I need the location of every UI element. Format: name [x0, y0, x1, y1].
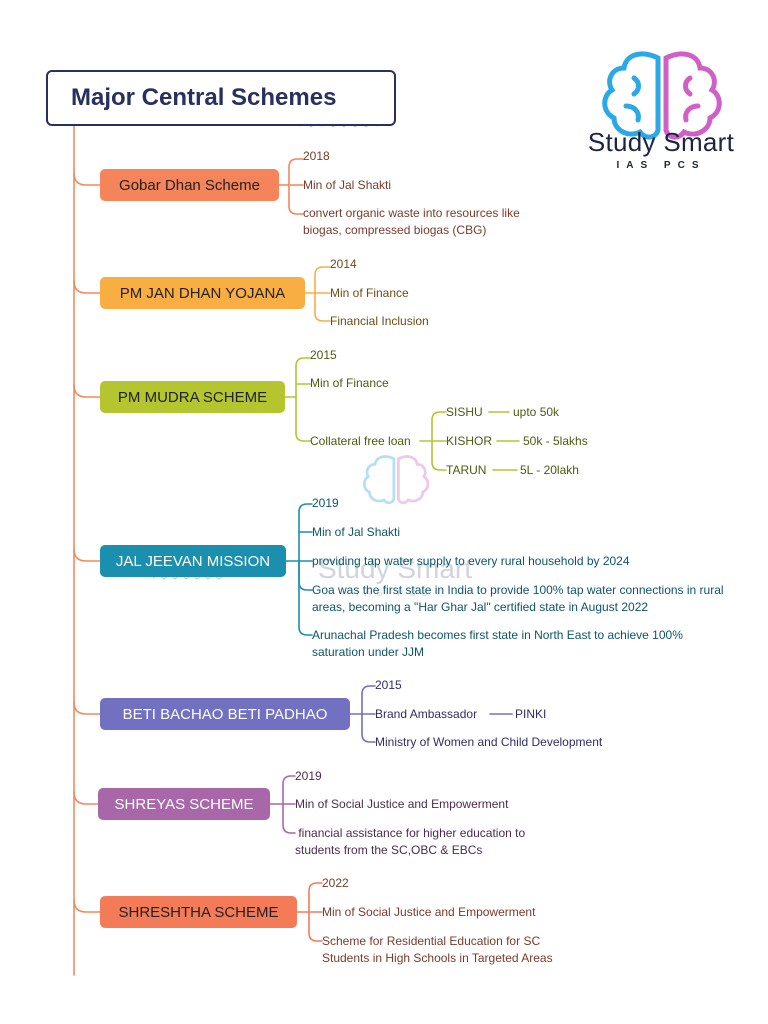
bbbp-ambassador: PINKI — [515, 707, 547, 721]
jjm-fact-arunachal: Arunachal Pradesh becomes first state in… — [312, 628, 683, 659]
shreshtha-ministry: Min of Social Justice and Empowerment — [322, 905, 536, 919]
watermark-brain-icon — [362, 455, 430, 505]
bbbp-branches — [349, 685, 513, 743]
brand-name: Study Smart — [587, 127, 735, 157]
shreyas-year: 2019 — [295, 769, 322, 783]
mudra-tier-kishor: KISHOR — [446, 434, 493, 448]
trunk-branch-gobar — [73, 172, 101, 186]
mudra-tier-sishu: SISHU — [446, 405, 483, 419]
shreyas-branches — [269, 775, 296, 834]
bbbp-ministry: Ministry of Women and Child Development — [375, 735, 603, 749]
shreshtha-detail: Scheme for Residential Education for SC … — [322, 934, 553, 965]
scheme-jal-jeevan: JAL JEEVAN MISSION — [100, 545, 286, 577]
shreyas-ministry: Min of Social Justice and Empowerment — [295, 797, 509, 811]
jjm-branches — [285, 503, 313, 636]
trunk-branch-mudra — [73, 384, 101, 398]
jandhan-year: 2014 — [330, 257, 357, 271]
jjm-fact-goa: Goa was the first state in India to prov… — [312, 583, 724, 614]
trunk-branch-shreshtha — [73, 899, 101, 913]
mudra-year: 2015 — [310, 348, 337, 362]
shreshtha-branches — [296, 882, 323, 942]
scheme-gobar-dhan: Gobar Dhan Scheme — [100, 169, 279, 201]
diagram-title: Major Central Schemes — [46, 70, 396, 126]
watermark-subtitle: IAS PCS — [356, 588, 434, 598]
gobar-branches — [278, 158, 304, 215]
mudra-tier-sishu-value: upto 50k — [513, 405, 560, 419]
jjm-detail: providing tap water supply to every rura… — [312, 554, 630, 568]
mudra-detail: Collateral free loan — [310, 434, 411, 448]
scheme-shreshtha: SHRESHTHA SCHEME — [100, 896, 297, 928]
mudra-ministry: Min of Finance — [310, 376, 389, 390]
trunk-branch-bbbp — [73, 701, 101, 715]
shreyas-detail: financial assistance for higher educatio… — [295, 826, 529, 857]
trunk-branch-shreyas — [73, 791, 99, 805]
trunk-branch-jjm — [73, 548, 101, 562]
bbbp-year: 2015 — [375, 678, 402, 692]
scheme-mudra: PM MUDRA SCHEME — [100, 381, 285, 413]
scheme-beti-bachao: BETI BACHAO BETI PADHAO — [100, 698, 350, 730]
jjm-year: 2019 — [312, 496, 339, 510]
bbbp-ambassador-label: Brand Ambassador — [375, 707, 478, 721]
mudra-tier-tarun-value: 5L - 20lakh — [520, 463, 579, 477]
mudra-branches — [284, 357, 520, 471]
mudra-tier-tarun: TARUN — [446, 463, 487, 477]
trunk-branch-jandhan — [73, 280, 101, 294]
scheme-shreyas: SHREYAS SCHEME — [98, 788, 270, 820]
jandhan-ministry: Min of Finance — [330, 286, 409, 300]
jjm-ministry: Min of Jal Shakti — [312, 525, 401, 539]
jandhan-branches — [304, 266, 331, 322]
gobar-ministry: Min of Jal Shakti — [303, 178, 392, 192]
brand-brain-icon — [602, 51, 722, 140]
jandhan-detail: Financial Inclusion — [330, 314, 429, 328]
gobar-detail: convert organic waste into resources lik… — [303, 206, 520, 237]
mudra-tier-kishor-value: 50k - 5lakhs — [523, 434, 588, 448]
watermark-name: Study Smart — [317, 553, 473, 584]
shreshtha-year: 2022 — [322, 876, 349, 890]
gobar-year: 2018 — [303, 149, 330, 163]
brand-subtitle: IAS PCS — [616, 160, 706, 171]
scheme-jan-dhan: PM JAN DHAN YOJANA — [100, 277, 305, 309]
